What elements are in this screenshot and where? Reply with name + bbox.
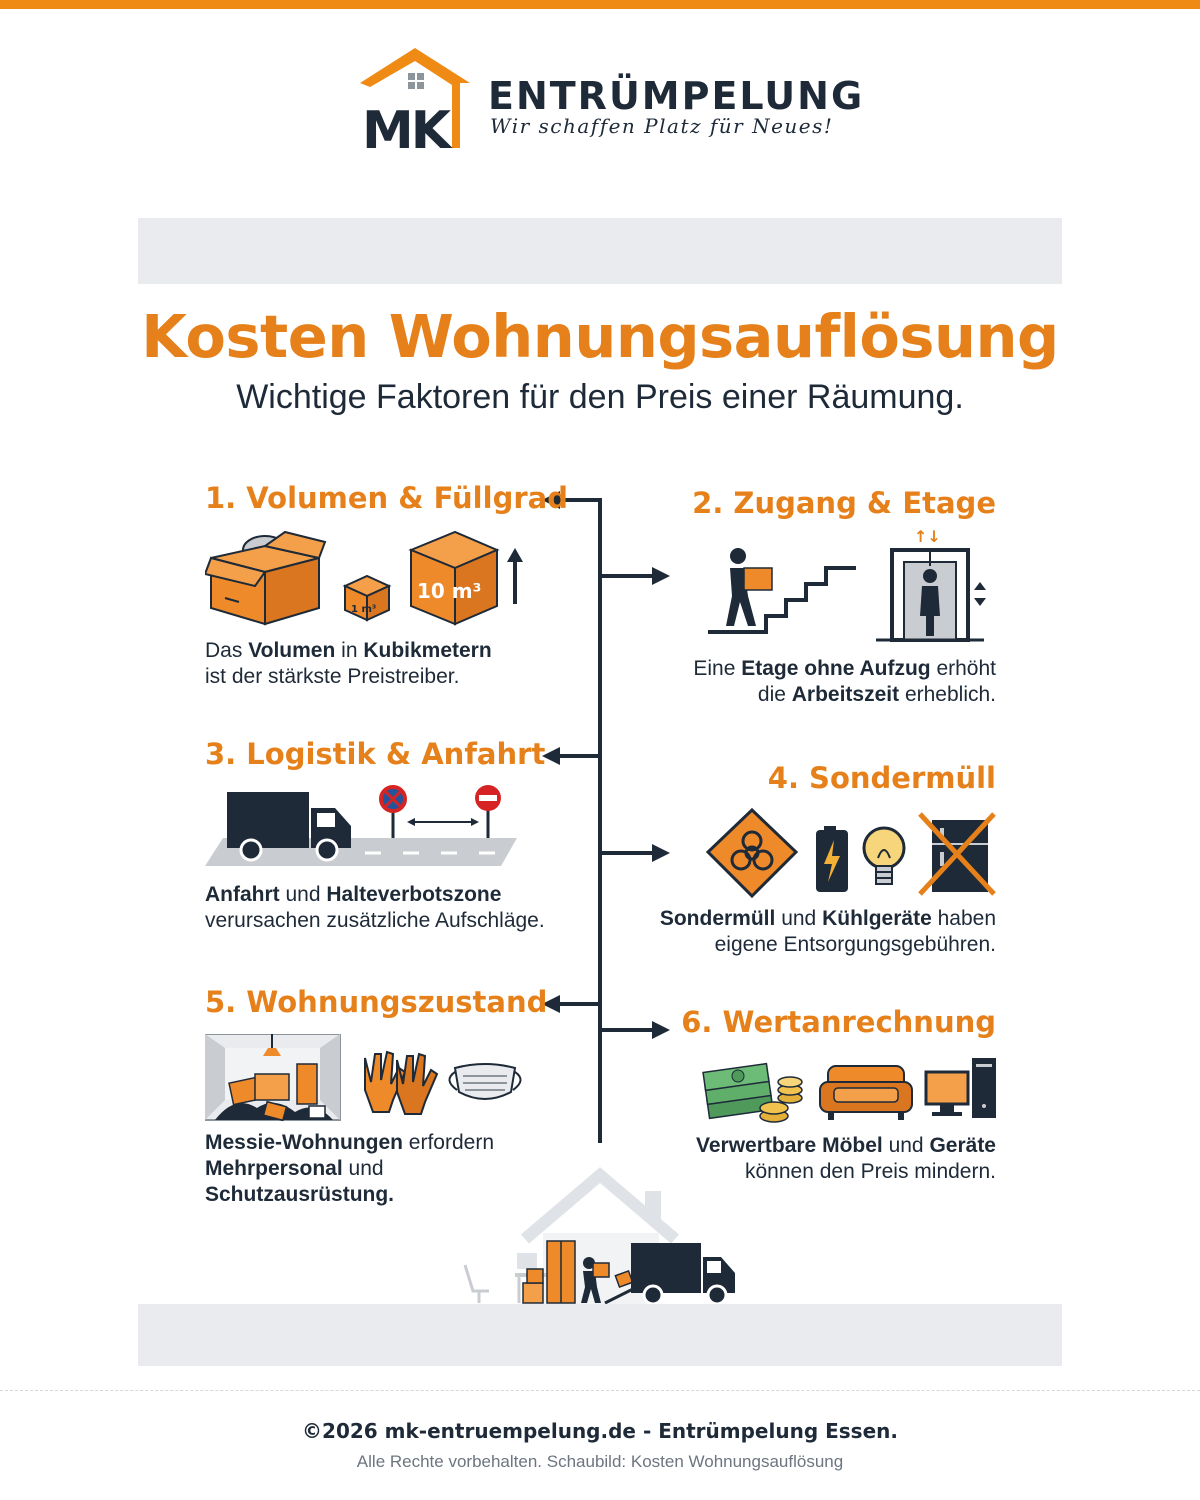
messy-room-icon: [205, 1034, 341, 1122]
small-cube-label: 1 m³: [351, 604, 376, 615]
footer-note: Alle Rechte vorbehalten. Schaubild: Kost…: [356, 1452, 844, 1471]
light-bulb-icon: [862, 826, 906, 885]
no-stopping-sign-icon: [379, 785, 407, 838]
computer-icon: [924, 1058, 996, 1118]
large-cube-icon: 10 m³: [408, 530, 500, 626]
stairs-carrier-icon: [708, 548, 856, 634]
battery-icon: [816, 826, 848, 892]
section-5-icons: [205, 1034, 522, 1122]
biohazard-icon: [705, 807, 799, 899]
small-cube-icon: 1 m³: [342, 574, 392, 622]
moving-truck-icon: [631, 1243, 735, 1306]
sofa-icon: [819, 1065, 913, 1120]
footer-divider: [0, 1390, 1200, 1391]
mover-person-icon: [581, 1257, 634, 1305]
footer-copyright: ©2026 mk-entruempelung.de - Entrümpelung…: [302, 1419, 898, 1443]
truck-icon: [227, 792, 351, 862]
section-1-title: 1. Volumen & Füllgrad: [205, 481, 568, 515]
elevator-icon: ↑↓: [876, 527, 986, 642]
section-3-icons: [205, 785, 517, 866]
footer-band: [138, 1304, 1062, 1366]
section-4-title: 4. Sondermüll: [767, 761, 996, 795]
section-2-icons: ↑↓: [708, 527, 986, 642]
section-6-title: 6. Wertanrechnung: [681, 1005, 996, 1039]
wardrobe-icon: [522, 1240, 576, 1304]
brand-name: ENTRÜMPELUNG: [488, 74, 865, 118]
section-3-title: 3. Logistik & Anfahrt: [205, 737, 546, 771]
section-4-icons: [705, 807, 996, 899]
no-entry-sign-icon: [475, 785, 501, 838]
company-logo[interactable]: MK: [360, 45, 860, 155]
section-1-icons: 1 m³ 10 m³: [205, 530, 523, 626]
brand-slogan: Wir schaffen Platz für Neues!: [490, 114, 834, 138]
moving-house-illustration: [463, 1167, 735, 1306]
gloves-icon: [364, 1050, 439, 1115]
fridge-crossed-icon: [918, 812, 996, 896]
page-title: Kosten Wohnungsauflösung: [141, 302, 1059, 371]
house-roof-icon: [360, 48, 470, 148]
money-coins-icon: [702, 1062, 803, 1123]
arrow-up-icon: [507, 548, 523, 604]
open-box-icon: [205, 530, 327, 626]
large-cube-label: 10 m³: [417, 579, 481, 603]
logo-letters: MK: [362, 101, 453, 155]
section-6-icons: [702, 1058, 996, 1123]
section-5-title: 5. Wohnungszustand: [205, 985, 548, 1019]
double-arrow-icon: [407, 818, 479, 826]
svg-text:↑↓: ↑↓: [914, 527, 941, 546]
page-subtitle: Wichtige Faktoren für den Preis einer Rä…: [236, 378, 964, 416]
section-2-title: 2. Zugang & Etage: [692, 486, 996, 520]
face-mask-icon: [448, 1063, 522, 1100]
top-accent-bar: [0, 0, 1200, 9]
header-band: [138, 218, 1062, 284]
